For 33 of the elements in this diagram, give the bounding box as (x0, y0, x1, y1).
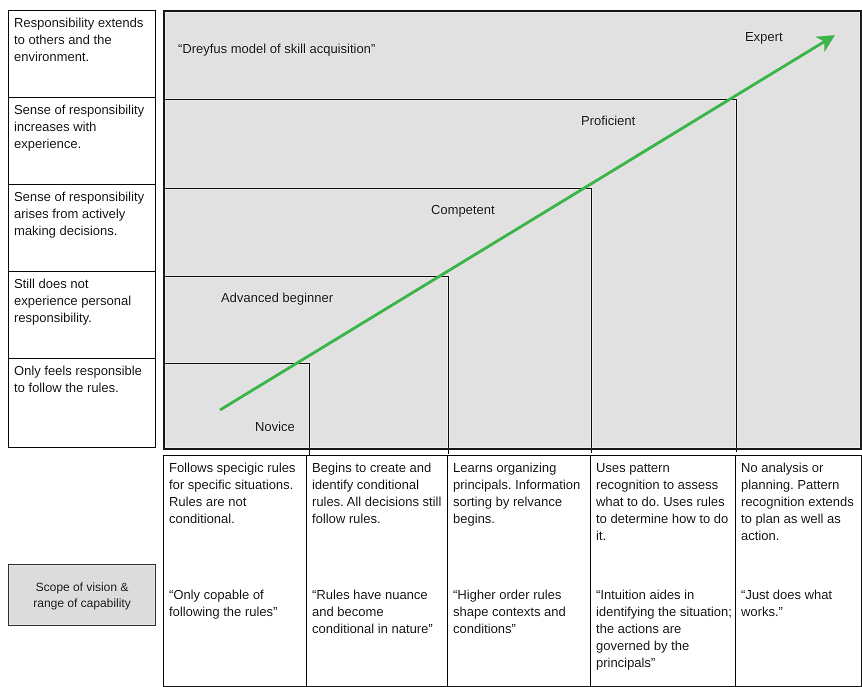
stage-label: Competent (431, 201, 495, 218)
description-column (735, 455, 862, 687)
description-text: No analysis or planning. Pattern recognition extends to plan as well as action. (741, 459, 855, 544)
description-box (8, 97, 156, 185)
description-text: Sense of responsibility arises from actively making decisions. (14, 188, 146, 239)
stage-label: Proficient (581, 112, 636, 129)
description-text: “Rules have nuance and become conditional in nature” (312, 586, 434, 637)
category-box (8, 564, 156, 626)
description-text: Follows specigic rules for specific situations. Rules are not conditional. (169, 459, 296, 527)
description-text: “Only copable of following the rules” (169, 586, 278, 620)
description-text: Uses pattern recognition to assess what to do. Uses rules to determine how to do it. (596, 459, 730, 544)
description-text: Learns organizing principals. Information sorting by relvance begins. (453, 459, 582, 527)
description-text: Still does not experience personal responsibility. (14, 275, 132, 326)
description-column (590, 455, 736, 687)
description-column (163, 455, 307, 687)
stage-label: Expert (745, 28, 783, 45)
category-label: Scope of vision & range of capability (32, 579, 132, 611)
description-box (8, 10, 156, 98)
description-box (8, 184, 156, 272)
description-column (447, 455, 591, 687)
description-text: Sense of responsibility increases with experience. (14, 101, 146, 152)
description-column (306, 455, 448, 687)
description-text: Begins to create and identify conditional rules. All decisions still follow rules. (312, 459, 442, 527)
stage-label: Novice (255, 418, 295, 435)
description-text: Only feels responsible to follow the rules. (14, 362, 143, 396)
description-box (8, 271, 156, 359)
description-text: “Just does what works.” (741, 586, 834, 620)
model-name-label: “Dreyfus model of skill acquisition” (178, 40, 376, 57)
description-text: “Intuition aides in identifying the situation; the actions are governed by the principals” (596, 586, 733, 671)
description-text: Responsibility extends to others and the environment. (14, 14, 144, 65)
description-box (8, 358, 156, 448)
description-text: “Higher order rules shape contexts and conditions” (453, 586, 567, 637)
stage-label: Advanced beginner (221, 289, 334, 306)
